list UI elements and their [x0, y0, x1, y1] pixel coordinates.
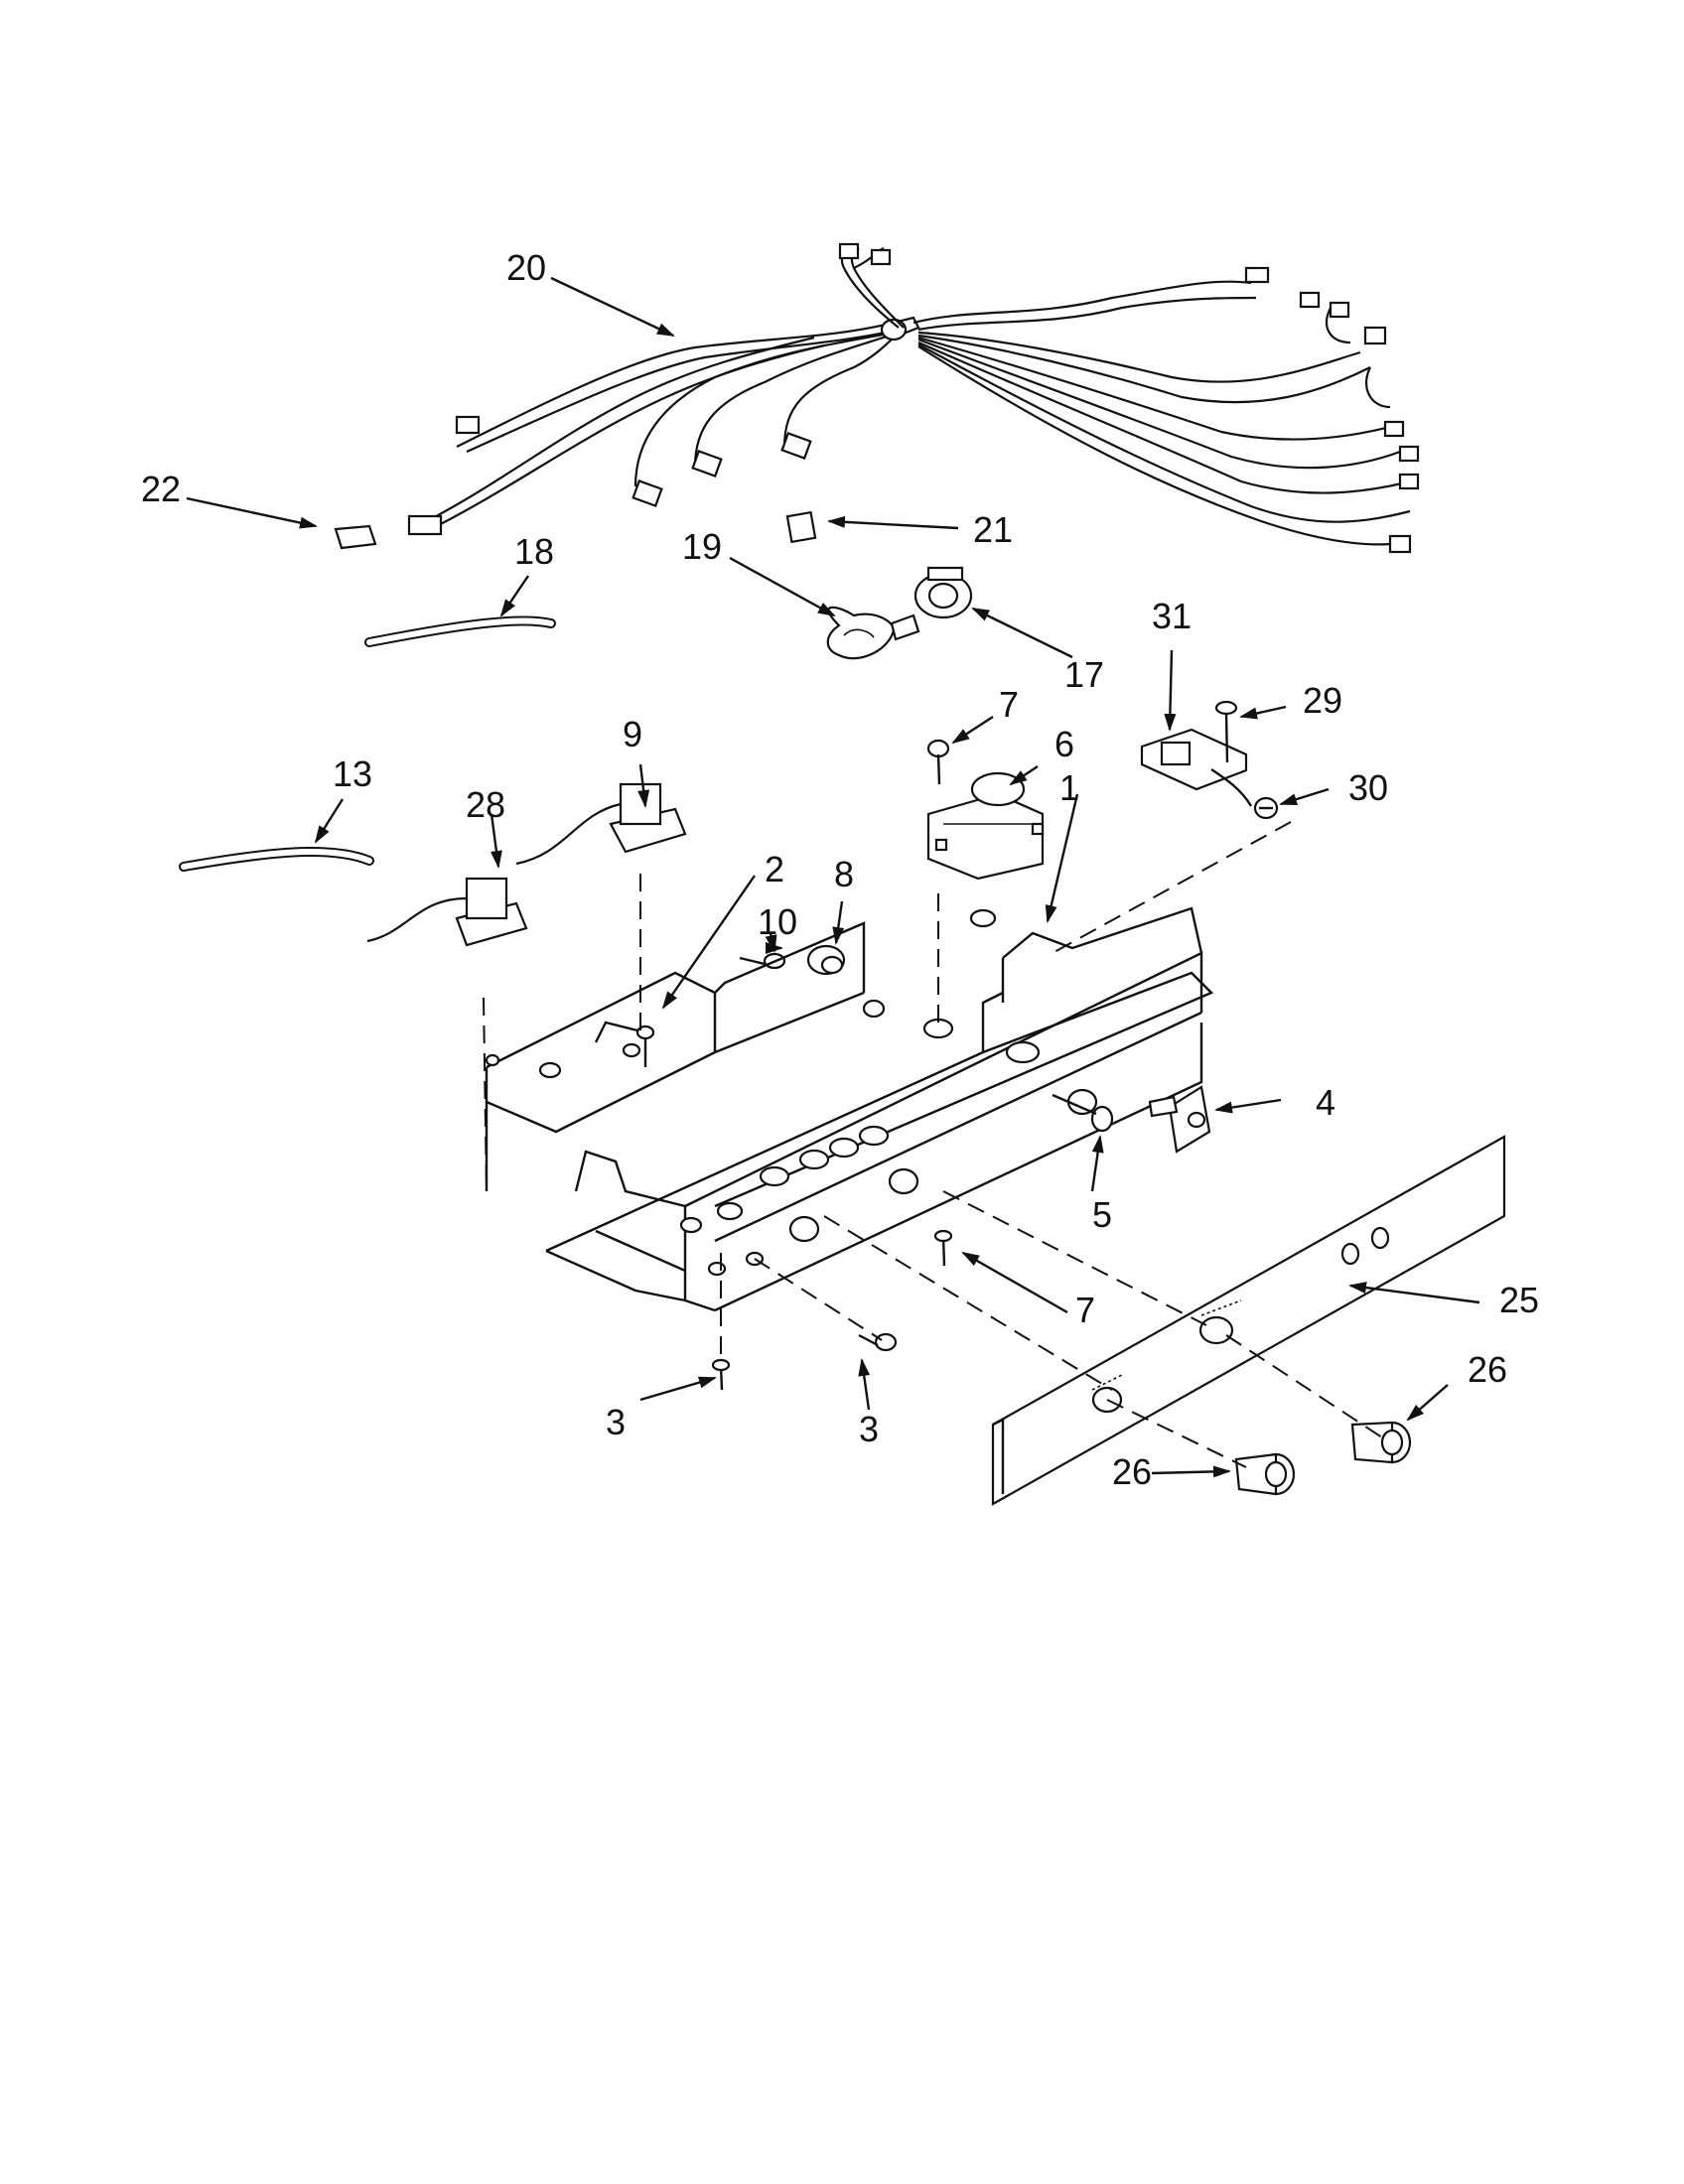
label-3-left: 3	[606, 1402, 626, 1442]
label-26-lower: 26	[1112, 1451, 1152, 1492]
label-30: 30	[1348, 767, 1388, 808]
part-8	[806, 944, 846, 976]
lamp-socket-17	[913, 566, 973, 619]
label-6: 6	[1054, 724, 1074, 764]
part-labels: 20 22 21 18 19 17 31 29 30 7 6 1 9 13 28…	[141, 247, 1539, 1492]
switch-9	[515, 782, 687, 866]
label-3-right: 3	[859, 1409, 879, 1449]
control-housing-1	[545, 906, 1214, 1312]
knob-26-upper	[1350, 1421, 1412, 1464]
front-panel-25	[991, 1135, 1506, 1506]
label-5: 5	[1092, 1194, 1112, 1235]
label-4: 4	[1316, 1082, 1335, 1123]
screw-7-top	[926, 739, 950, 785]
bracket-2	[485, 921, 866, 1191]
switch-28	[366, 877, 528, 947]
label-2: 2	[765, 849, 784, 889]
label-19: 19	[682, 526, 722, 567]
screw-3-right	[858, 1332, 898, 1352]
label-7-top: 7	[999, 684, 1019, 725]
label-1: 1	[1059, 767, 1079, 808]
wire-harness	[407, 242, 1420, 554]
screw-3-left	[711, 1358, 731, 1391]
label-31: 31	[1152, 596, 1192, 636]
label-20: 20	[506, 247, 546, 288]
screw-7-bottom	[933, 1229, 953, 1267]
part-21	[785, 510, 817, 544]
clip-part-22	[334, 524, 377, 550]
bracket-31	[1140, 728, 1253, 807]
label-22: 22	[141, 469, 181, 509]
knob-26-lower	[1234, 1452, 1296, 1496]
label-9: 9	[623, 714, 642, 754]
button-5	[1052, 1093, 1114, 1133]
label-29: 29	[1303, 680, 1342, 721]
label-17: 17	[1064, 654, 1104, 695]
switch-4	[1148, 1085, 1211, 1154]
label-13: 13	[333, 753, 372, 794]
leader-arrows	[186, 276, 1480, 1478]
label-25: 25	[1499, 1280, 1539, 1320]
label-10: 10	[758, 901, 797, 942]
label-28: 28	[466, 784, 505, 825]
label-21: 21	[973, 509, 1013, 550]
screw-29	[1214, 700, 1238, 763]
label-7-bottom: 7	[1075, 1290, 1095, 1330]
label-26-upper: 26	[1468, 1349, 1507, 1390]
clip-30	[1253, 796, 1279, 820]
light-bulb-19	[826, 606, 920, 660]
defrost-timer-6	[926, 771, 1045, 881]
label-18: 18	[514, 531, 554, 572]
label-8: 8	[834, 854, 854, 894]
alignment-lines	[483, 821, 1386, 1468]
